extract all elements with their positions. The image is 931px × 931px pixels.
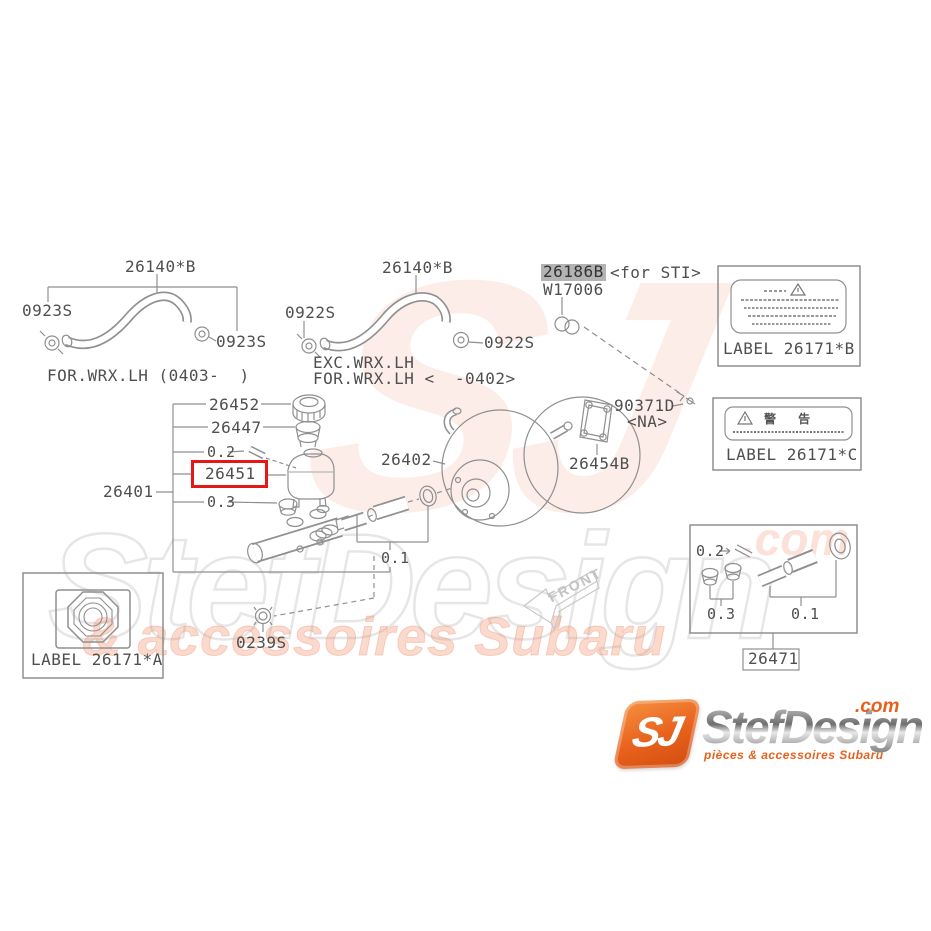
nut-art bbox=[253, 556, 375, 632]
master-cylinder-art bbox=[247, 485, 453, 564]
label-b-text: LABEL 26171*B bbox=[723, 339, 855, 358]
cap-art bbox=[292, 394, 326, 423]
kit-qty-piston: 0.1 bbox=[791, 605, 820, 623]
watermark-tagline: & accessoires Subaru bbox=[81, 607, 667, 668]
part-label-nut: 0239S bbox=[236, 633, 287, 652]
brand-badge-initials: SJ bbox=[628, 707, 685, 756]
clamp-label-mid-left: 0922S bbox=[285, 303, 336, 322]
part-label-cap: 26452 bbox=[209, 395, 260, 414]
hose-mid-art bbox=[296, 275, 484, 358]
brand-domain: .com bbox=[855, 696, 900, 717]
kit-qty-pin: 0.2 bbox=[696, 542, 725, 560]
clamp-label-right: 0923S bbox=[216, 332, 267, 351]
label-a-art bbox=[22, 572, 164, 679]
bracket-art bbox=[156, 403, 391, 573]
clamp-label-left: 0923S bbox=[22, 301, 73, 320]
qty-label-pin: 0.2 bbox=[207, 443, 236, 461]
pin-art bbox=[248, 445, 297, 469]
sti-clip-art bbox=[554, 297, 696, 405]
label-c-art bbox=[712, 397, 862, 471]
part-label-main: 26401 bbox=[103, 482, 154, 501]
part-label-filter: 26447 bbox=[211, 418, 262, 437]
kit-box-art bbox=[689, 524, 858, 671]
part-label-spacer: 90371D bbox=[614, 396, 675, 415]
part-label-hose-mid: 26140*B bbox=[382, 258, 453, 277]
hose-mid-caption-2: FOR.WRX.LH < -0402> bbox=[313, 369, 516, 388]
filter-art bbox=[295, 420, 321, 448]
part-label-kit: 26471 bbox=[748, 649, 799, 668]
label-c-text: LABEL 26171*C bbox=[726, 445, 858, 464]
hose-left-art bbox=[39, 274, 238, 355]
watermark-stefdesign: StefDesign bbox=[47, 501, 779, 672]
qty-label-piston: 0.1 bbox=[381, 549, 410, 567]
part-label-gasket: 26454B bbox=[569, 454, 630, 473]
part-label-booster: 26402 bbox=[381, 450, 432, 469]
kit-qty-grommet: 0.3 bbox=[707, 605, 736, 623]
clamp-label-mid-right: 0922S bbox=[484, 333, 535, 352]
grommet-art bbox=[278, 498, 330, 516]
gasket-art bbox=[579, 399, 613, 455]
part-label-sti-clip: 26186B bbox=[541, 262, 606, 281]
part-label-washer: W17006 bbox=[543, 280, 604, 299]
reservoir-art bbox=[287, 448, 335, 508]
front-arrow-art bbox=[522, 570, 600, 631]
sti-note: <for STI> bbox=[610, 263, 702, 282]
part-label-hose-left: 26140*B bbox=[125, 257, 196, 276]
booster-art bbox=[432, 396, 641, 527]
qty-label-grommet: 0.3 bbox=[207, 493, 236, 511]
spacer-note: <NA> bbox=[627, 412, 668, 431]
part-label-reservoir: 26451 bbox=[205, 464, 256, 483]
spacer-na-art bbox=[672, 403, 684, 407]
label-b-art bbox=[717, 265, 861, 367]
brand-tagline: pièces & accessoires Subaru bbox=[704, 748, 884, 762]
brand-name: StefDesign bbox=[702, 701, 924, 753]
hose-left-caption: FOR.WRX.LH (0403- ) bbox=[47, 366, 250, 385]
label-a-text: LABEL 26171*A bbox=[31, 650, 163, 669]
hose-mid-caption-1: EXC.WRX.LH bbox=[313, 353, 415, 372]
highlight-box-26451: 26451 bbox=[191, 460, 268, 488]
label-c-warning: 警 告 bbox=[764, 412, 820, 426]
